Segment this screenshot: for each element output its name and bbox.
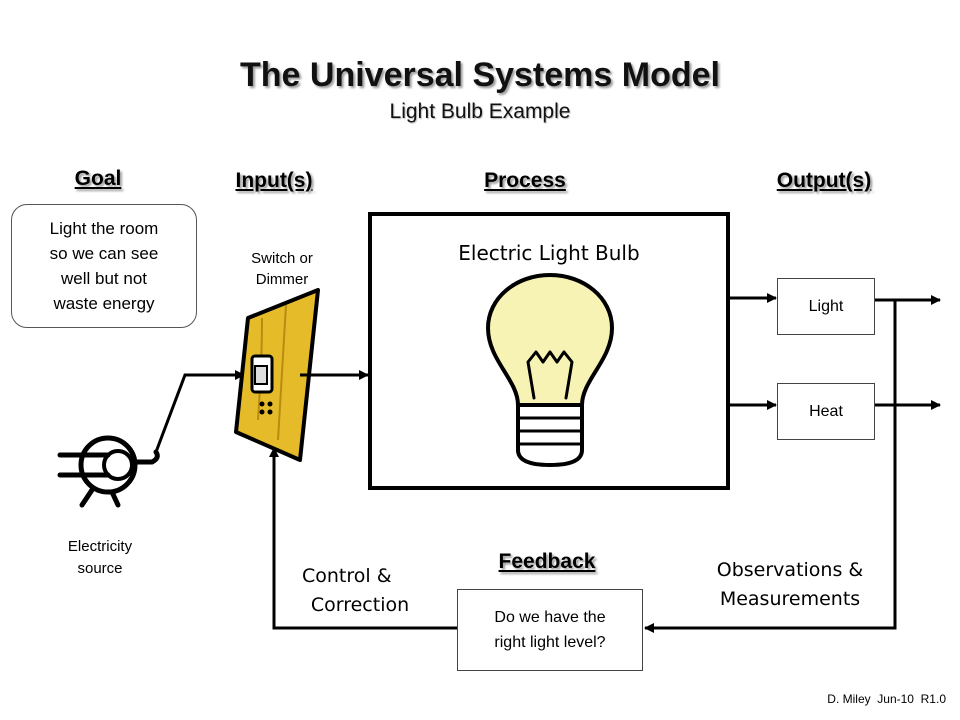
correction-line [269, 447, 457, 630]
feedback-text-line: right light level? [494, 634, 606, 651]
heading-process: Process [484, 169, 566, 192]
control-label-line: Correction [310, 594, 410, 616]
goal-text-line: Light the room [49, 219, 159, 238]
power-cord-line [154, 370, 245, 453]
process-label: Electric Light Bulb [458, 241, 640, 265]
input-label-line: Switch or [251, 250, 313, 267]
goal-text-line: waste energy [53, 294, 155, 313]
observations-label: Observations & Measurements [694, 556, 886, 614]
goal-text-line: well but not [61, 269, 147, 288]
page-subtitle: Light Bulb Example [389, 100, 571, 123]
heading-inputs: Input(s) [235, 169, 313, 192]
heading-outputs: Output(s) [776, 169, 872, 192]
source-label-line: Electricity [67, 538, 133, 555]
input-label-line: Dimmer [255, 271, 309, 288]
input-label: Switch or Dimmer [230, 248, 334, 290]
observation-line [644, 300, 897, 633]
credit-label: D. Miley Jun-10 R1.0 [827, 692, 946, 706]
output-heat-box: Heat [777, 383, 875, 440]
feedback-box: Do we have the right light level? [457, 589, 643, 671]
goal-box: Light the room so we can see well but no… [11, 204, 197, 328]
goal-text-line: so we can see [49, 244, 159, 263]
observations-label-line: Measurements [719, 588, 861, 610]
feedback-text-line: Do we have the [494, 609, 606, 626]
heading-goal: Goal [74, 167, 122, 190]
observations-label-line: Observations & [716, 559, 864, 581]
output-light-box: Light [777, 278, 875, 335]
light-bulb-icon [486, 273, 614, 467]
light-switch-icon [234, 288, 320, 462]
source-label: Electricity source [42, 536, 158, 580]
source-label-line: source [77, 560, 123, 577]
electric-plug-icon [57, 435, 160, 508]
control-label-line: Control & [302, 565, 392, 587]
output-heat-label: Heat [809, 402, 843, 420]
page-title: The Universal Systems Model [240, 56, 720, 94]
output-light-label: Light [808, 297, 844, 315]
control-correction-label: Control & Correction [288, 562, 432, 620]
heading-feedback: Feedback [498, 550, 596, 573]
